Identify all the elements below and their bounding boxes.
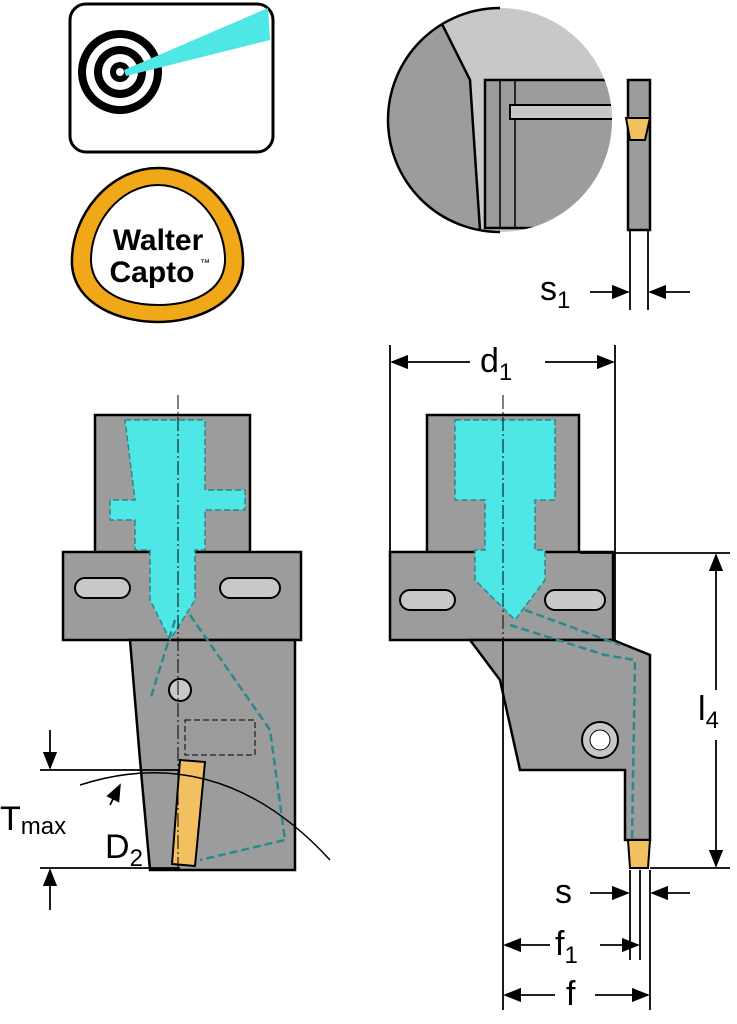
label-s1: s1 <box>540 270 570 314</box>
top-detail-view: s1 <box>386 6 690 314</box>
label-s: s <box>555 873 572 911</box>
logo-text-walter: Walter <box>113 224 204 257</box>
logo-trademark: ™ <box>200 258 210 269</box>
walter-capto-logo: Walter Capto ™ <box>70 166 245 324</box>
coolant-target-icon <box>68 2 275 154</box>
label-d2: D2 <box>105 828 143 872</box>
label-f: f <box>566 975 576 1013</box>
label-d1: d1 <box>480 342 512 386</box>
label-tmax: Tmax <box>0 800 66 840</box>
logo-text-capto: Capto <box>110 256 195 289</box>
right-front-view: d1 l4 s f1 f <box>388 342 730 1013</box>
left-side-view: Tmax D2 <box>0 395 331 910</box>
label-l4: l4 <box>698 690 719 734</box>
label-f1: f1 <box>555 925 578 969</box>
